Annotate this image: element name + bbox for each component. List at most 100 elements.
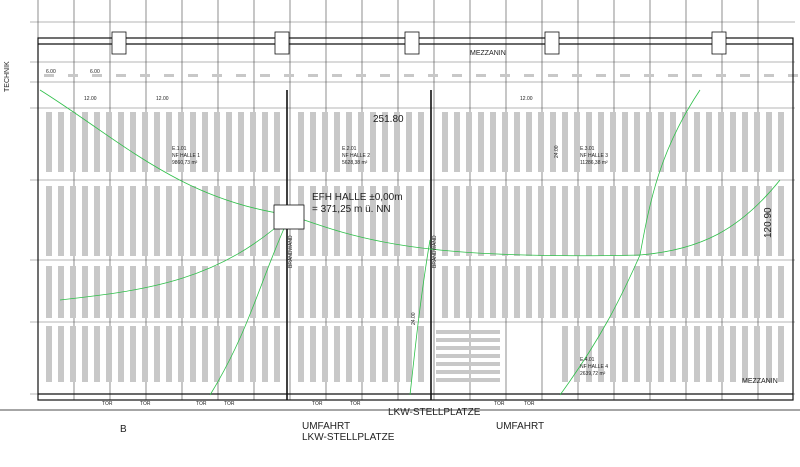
rack-block bbox=[586, 112, 592, 172]
rack-block bbox=[130, 326, 136, 382]
rack-block bbox=[46, 266, 52, 318]
rack-block bbox=[766, 326, 772, 382]
hall-2-area: 5628,38 m² bbox=[342, 160, 368, 166]
umfahrt-right: UMFAHRT bbox=[496, 421, 545, 432]
rack-block bbox=[322, 112, 328, 172]
tor-5: TOR bbox=[312, 401, 323, 407]
rack-block bbox=[154, 186, 160, 256]
rack-block bbox=[574, 186, 580, 256]
rack-block bbox=[166, 266, 172, 318]
mezzanin-right-label: MEZZANIN bbox=[742, 378, 778, 385]
rack-block bbox=[164, 74, 174, 77]
rack-block bbox=[572, 74, 582, 77]
rack-block bbox=[634, 186, 640, 256]
section-marker-b: B bbox=[120, 424, 127, 435]
rack-block bbox=[538, 266, 544, 318]
rack-block bbox=[502, 266, 508, 318]
rack-block bbox=[778, 266, 784, 318]
rack-block bbox=[406, 112, 412, 172]
rack-block bbox=[740, 74, 750, 77]
hall-4-area: 2639,72 m² bbox=[580, 371, 606, 377]
rack-block bbox=[514, 266, 520, 318]
rack-block bbox=[478, 112, 484, 172]
rack-block bbox=[436, 362, 500, 366]
rack-block bbox=[274, 326, 280, 382]
dim-600-b: 6.00 bbox=[90, 69, 100, 75]
rack-block bbox=[610, 112, 616, 172]
rack-block bbox=[58, 266, 64, 318]
rack-block bbox=[526, 112, 532, 172]
rack-block bbox=[682, 186, 688, 256]
rack-block bbox=[346, 186, 352, 256]
rack-block bbox=[154, 112, 160, 172]
rack-block bbox=[298, 326, 304, 382]
tor-8: TOR bbox=[524, 401, 535, 407]
rack-block bbox=[358, 186, 364, 256]
rack-block bbox=[548, 74, 558, 77]
rack-block bbox=[428, 74, 438, 77]
rack-block bbox=[238, 186, 244, 256]
level-nn-label: = 371,25 m ü. NN bbox=[312, 204, 391, 215]
rack-block bbox=[718, 326, 724, 382]
rack-block bbox=[406, 186, 412, 256]
rack-block bbox=[214, 186, 220, 256]
rack-block bbox=[106, 266, 112, 318]
rack-block bbox=[70, 266, 76, 318]
rack-block bbox=[68, 74, 78, 77]
rack-block bbox=[550, 112, 556, 172]
rack-block bbox=[82, 266, 88, 318]
rack-block bbox=[238, 326, 244, 382]
rack-block bbox=[106, 112, 112, 172]
tor-4: TOR bbox=[224, 401, 235, 407]
rack-block bbox=[682, 326, 688, 382]
dim-2400-b: 24.00 bbox=[411, 312, 417, 325]
rack-block bbox=[332, 74, 342, 77]
rack-block bbox=[658, 266, 664, 318]
rack-block bbox=[262, 266, 268, 318]
hall-4-name: NF HALLE 4 bbox=[580, 364, 609, 370]
brandwand-label-2: BRANDWAND bbox=[432, 235, 438, 268]
rack-block bbox=[692, 74, 702, 77]
rack-block bbox=[46, 186, 52, 256]
rack-block bbox=[58, 326, 64, 382]
rack-block bbox=[538, 186, 544, 256]
rack-block bbox=[130, 266, 136, 318]
rack-block bbox=[92, 74, 102, 77]
lkw-stellplatze-bottom: LKW-STELLPLATZE bbox=[302, 432, 395, 443]
rack-block bbox=[70, 112, 76, 172]
rack-block bbox=[694, 186, 700, 256]
stair-core-n3 bbox=[404, 31, 420, 55]
rack-block bbox=[166, 326, 172, 382]
rack-block bbox=[70, 326, 76, 382]
rack-block bbox=[658, 326, 664, 382]
rack-block bbox=[730, 186, 736, 256]
dim-1200-a: 12.00 bbox=[84, 96, 97, 102]
rack-block bbox=[202, 266, 208, 318]
rack-block bbox=[214, 326, 220, 382]
rack-block bbox=[466, 112, 472, 172]
rack-block bbox=[106, 186, 112, 256]
rack-block bbox=[142, 186, 148, 256]
rack-block bbox=[404, 74, 414, 77]
rack-block bbox=[550, 186, 556, 256]
rack-block bbox=[322, 266, 328, 318]
rack-block bbox=[274, 266, 280, 318]
rack-block bbox=[586, 266, 592, 318]
rack-block bbox=[154, 266, 160, 318]
rack-block bbox=[94, 326, 100, 382]
rack-block bbox=[226, 186, 232, 256]
rack-block bbox=[346, 266, 352, 318]
rack-block bbox=[646, 326, 652, 382]
rack-block bbox=[250, 112, 256, 172]
rack-block bbox=[766, 266, 772, 318]
rack-block bbox=[250, 266, 256, 318]
rack-block bbox=[550, 266, 556, 318]
rack-block bbox=[526, 266, 532, 318]
dim-1200-c: 12.00 bbox=[520, 96, 533, 102]
rack-block bbox=[646, 266, 652, 318]
rack-block bbox=[574, 266, 580, 318]
tor-7: TOR bbox=[494, 401, 505, 407]
rack-block bbox=[646, 186, 652, 256]
rack-block bbox=[382, 186, 388, 256]
rack-block bbox=[694, 112, 700, 172]
